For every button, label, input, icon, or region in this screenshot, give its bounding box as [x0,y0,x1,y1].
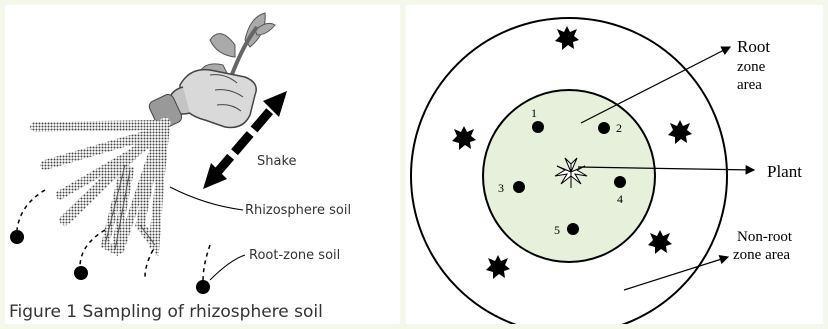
dotted-roots [35,123,165,250]
sample-point [513,181,525,193]
non-root-label-line1: Non-root [737,229,793,245]
root-zone-label-line2: zone [737,59,766,75]
non-root-sample-marker [668,120,692,144]
plant-leaves [197,13,275,78]
root-zone-leader [210,255,245,280]
sample-point-label: 5 [554,223,560,237]
non-root-zone-arrow [624,257,728,290]
rhizosphere-sampling-figure: Shake Rhizosphere soil Root-zone soil Fi… [5,5,400,324]
sampling-illustration: Shake Rhizosphere soil Root-zone soil Fi… [5,5,400,324]
rhizosphere-soil-label: Rhizosphere soil [245,203,351,218]
sample-point-label: 4 [617,192,623,206]
soil-ball [10,230,24,244]
sample-point [532,121,544,133]
sample-point-label: 3 [498,181,504,195]
root-zone-soil-label: Root-zone soil [249,248,340,263]
shake-label: Shake [257,154,297,169]
sample-point-label: 1 [531,106,537,120]
non-root-sample-marker [452,126,476,150]
figure-caption: Figure 1 Sampling of rhizosphere soil [9,302,323,322]
soil-ball [74,266,88,280]
non-root-sample-marker [648,230,672,254]
sample-point [598,122,610,134]
non-root-sample-marker [486,255,510,279]
soil-ball [196,280,210,294]
plant-label: Plant [767,162,802,181]
sampling-layout-diagram: 1 2 3 4 5 Root zone area Plant Non-root … [406,5,823,324]
non-root-sample-marker [555,26,579,50]
non-root-label-line2: zone area [733,247,790,263]
sample-point-label: 2 [616,121,622,135]
zone-diagram: 1 2 3 4 5 Root zone area Plant Non-root … [406,5,823,324]
root-zone-label-line1: Root [737,37,770,56]
root-zone-label-line3: area [737,77,762,93]
sample-point [567,223,579,235]
root-zone-arrow [581,47,730,123]
sample-point [614,176,626,188]
rhizosphere-leader [170,187,243,210]
